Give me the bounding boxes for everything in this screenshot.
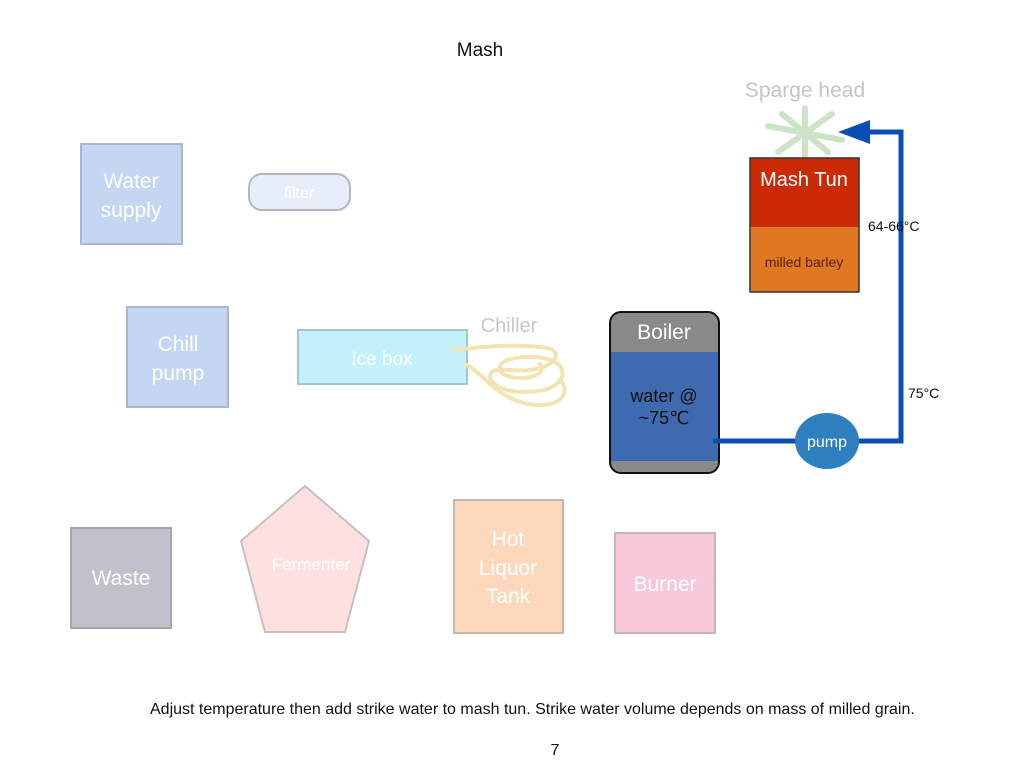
sparge-head-label: Sparge head	[745, 79, 865, 102]
ice-box-label: Ice box	[351, 349, 413, 370]
burner-box: Burner	[614, 532, 716, 634]
hlt-label-line1: Hot	[492, 528, 525, 551]
flow-arrowhead	[838, 120, 870, 144]
water-supply-label-line1: Water	[103, 170, 158, 193]
chiller-label: Chiller	[481, 315, 538, 337]
pump: pump	[795, 413, 859, 469]
page-number: 7	[550, 742, 560, 759]
slide-title: Mash	[456, 40, 504, 61]
waste-box: Waste	[70, 527, 172, 629]
chill-pump-label-line1: Chill	[158, 333, 199, 356]
boiler: Boiler water @ ~75℃	[609, 311, 720, 474]
boiler-content-line1: water @	[629, 386, 697, 406]
hlt-label-line3: Tank	[486, 585, 531, 608]
sparge-head: Sparge head	[745, 79, 865, 161]
chill-pump-box: Chill pump	[126, 306, 229, 408]
water-supply-box: Water supply	[80, 143, 183, 245]
filter-box: filter	[248, 173, 351, 211]
chiller: Chiller	[453, 315, 567, 407]
water-supply-label-line2: supply	[101, 199, 162, 222]
mash-temp-label: 64-66°C	[868, 218, 920, 234]
mash-tun-content: milled barley	[765, 254, 844, 270]
chiller-coil	[453, 343, 567, 407]
boiler-content-line2: ~75℃	[639, 408, 690, 428]
pump-out-temp-label: 75°C	[908, 385, 939, 401]
fermenter-pentagon: Fermenter	[239, 484, 371, 633]
waste-label: Waste	[92, 567, 151, 590]
filter-label: filter	[284, 185, 315, 202]
chill-pump-label-line2: pump	[152, 362, 205, 385]
mash-tun: Mash Tun milled barley	[749, 157, 860, 293]
ice-box: Ice box	[297, 329, 468, 385]
mash-tun-label: Mash Tun	[760, 169, 848, 191]
hlt-label-line2: Liquor	[479, 557, 537, 580]
hot-liquor-tank-box: Hot Liquor Tank	[453, 499, 564, 634]
burner-label: Burner	[633, 573, 696, 596]
slide-caption: Adjust temperature then add strike water…	[150, 701, 915, 718]
pump-label: pump	[807, 434, 847, 451]
fermenter-label: Fermenter	[272, 555, 351, 574]
sparge-head-icon	[765, 105, 845, 161]
boiler-label: Boiler	[637, 321, 691, 344]
